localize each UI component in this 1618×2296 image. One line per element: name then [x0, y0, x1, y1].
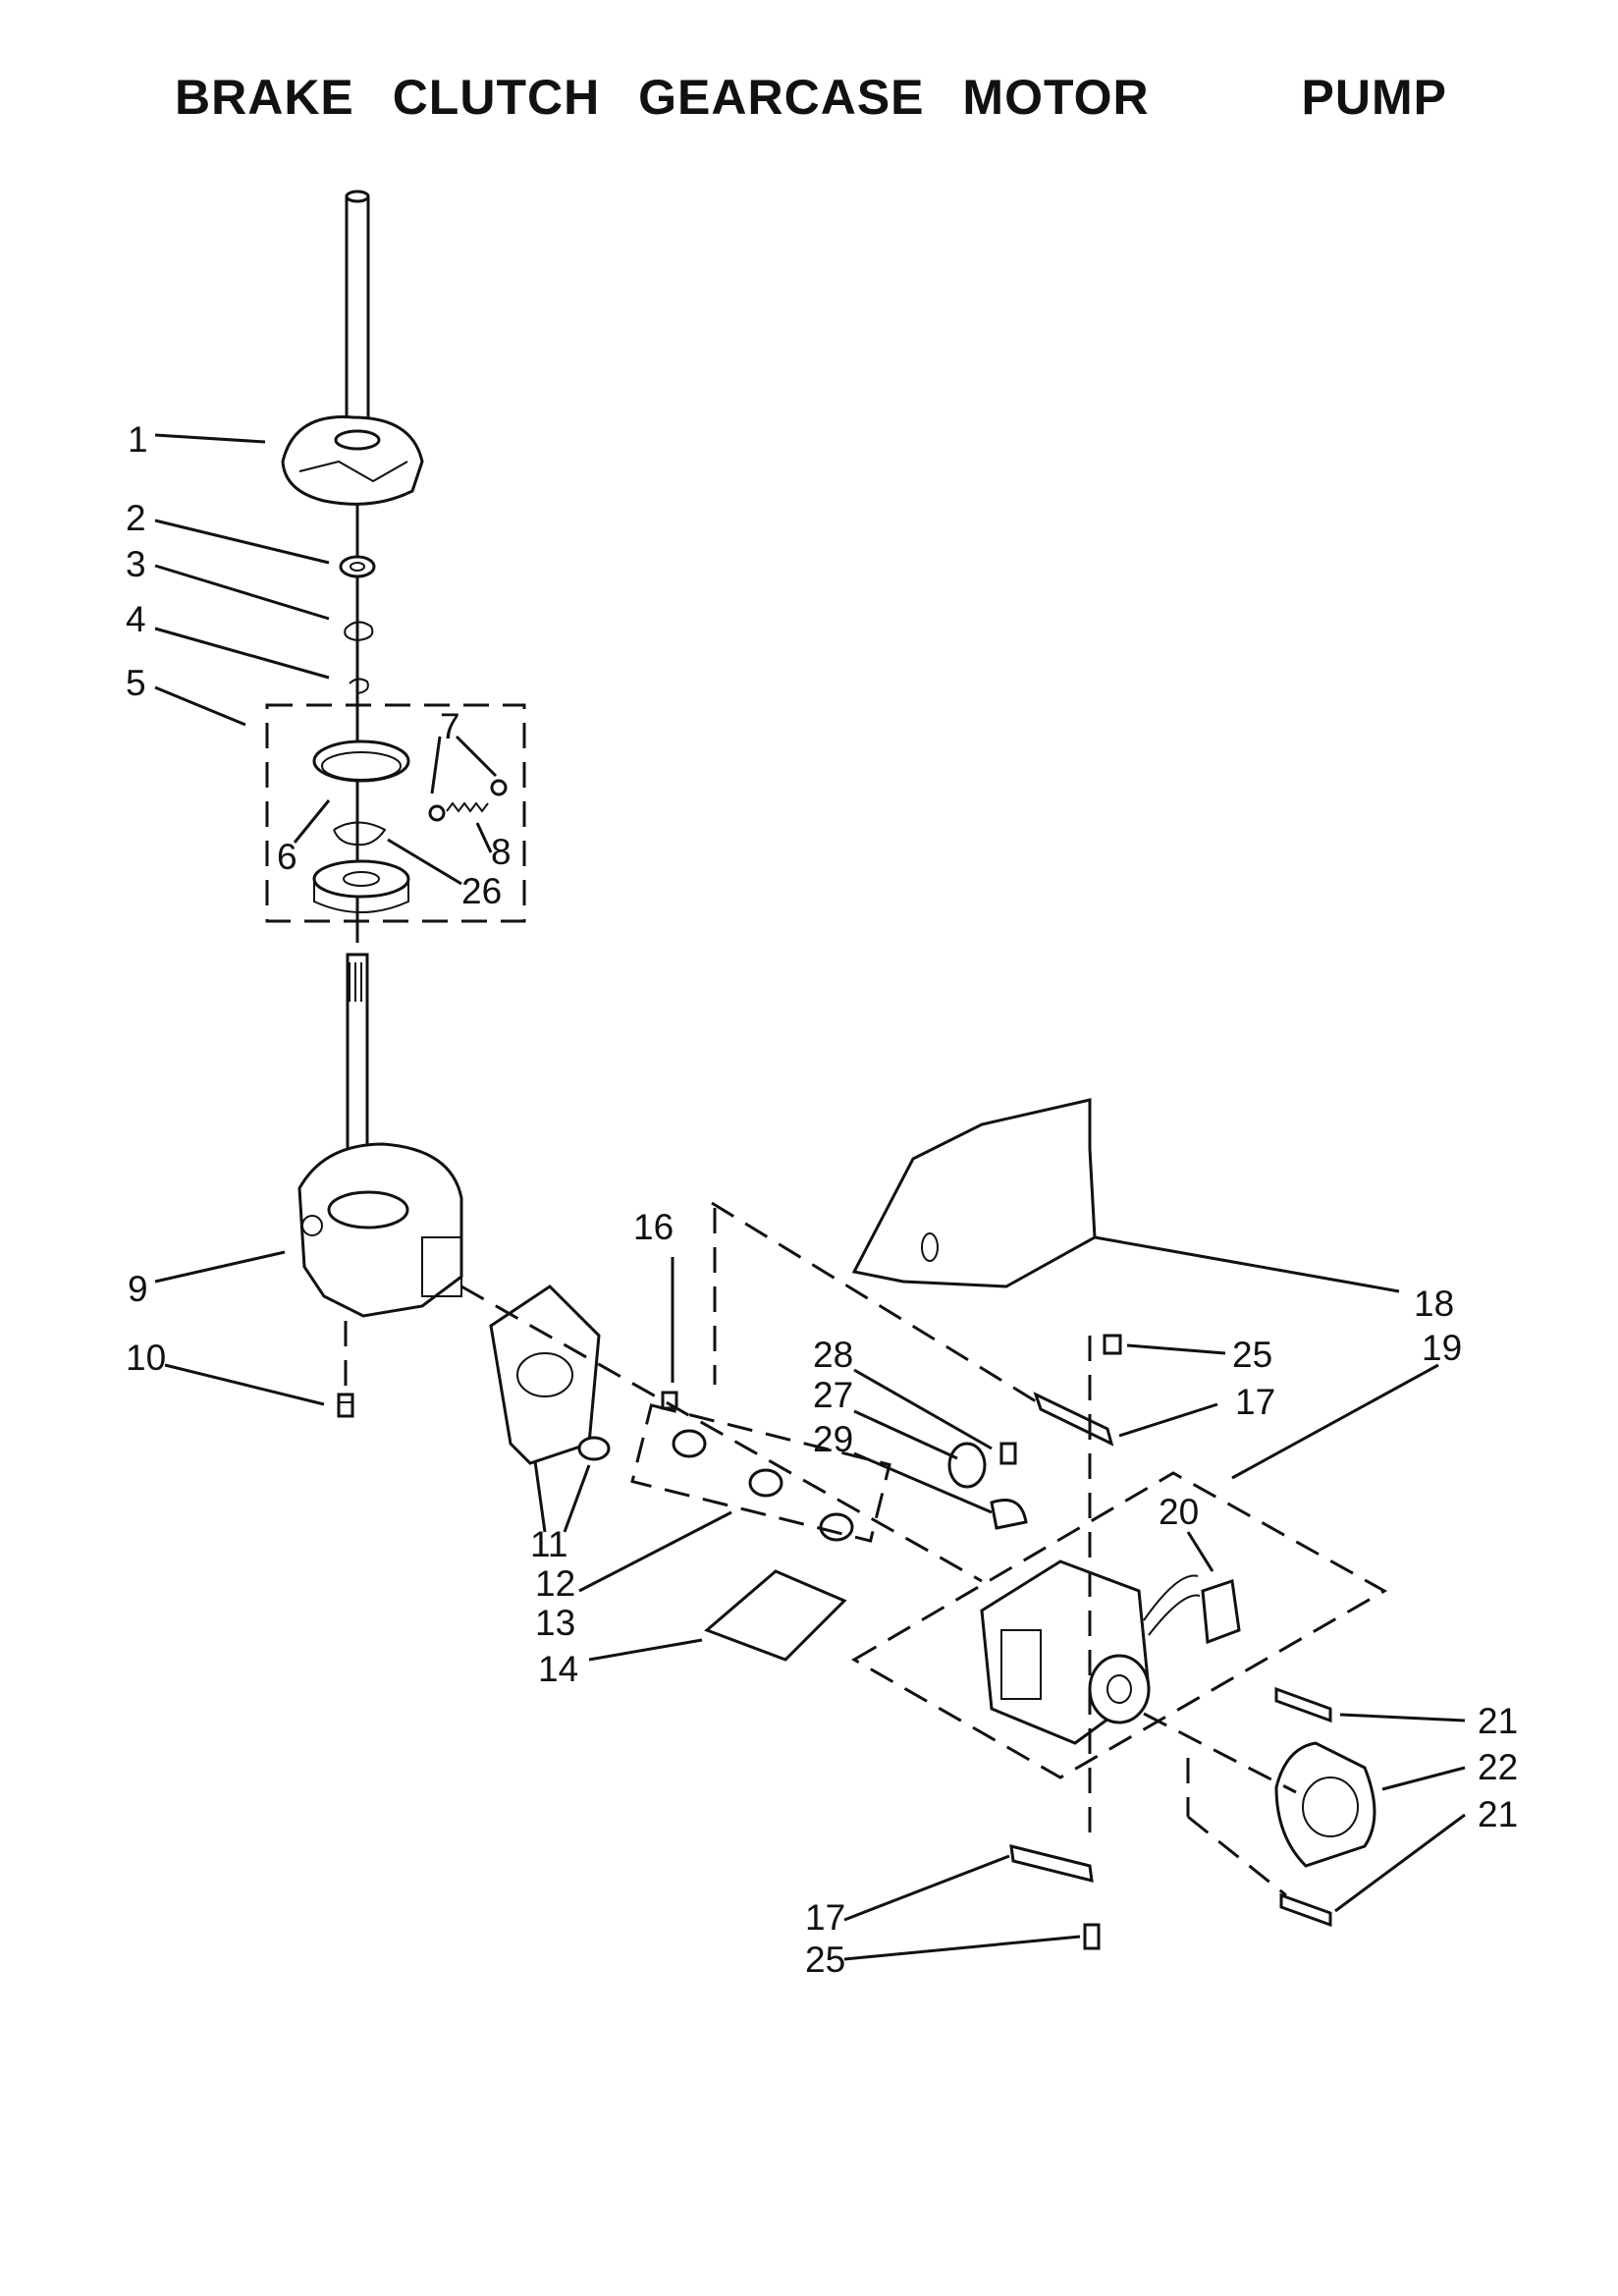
clamp-part-29: [990, 1499, 1028, 1530]
callout-12: 12: [535, 1563, 575, 1604]
callout-8: 8: [491, 832, 512, 872]
screw-part-25b: [1083, 1923, 1101, 1950]
pump-part-22: [1274, 1741, 1376, 1868]
callout-16: 16: [633, 1207, 674, 1247]
spring-part-7b: [490, 779, 508, 796]
screw-part-28: [999, 1442, 1017, 1465]
callout-3: 3: [126, 544, 146, 584]
callout-10: 10: [126, 1338, 166, 1378]
bracket-part-17a: [1033, 1392, 1114, 1447]
callout-1: 1: [128, 419, 148, 460]
switch-part-20: [1201, 1579, 1241, 1645]
callout-leader-lines: [154, 433, 1466, 1961]
callout-19: 19: [1422, 1328, 1462, 1368]
callout-7: 7: [440, 706, 460, 746]
callout-14: 14: [538, 1649, 578, 1689]
retaining-ring-part-3: [344, 621, 374, 642]
clutch-band-part-6: [312, 739, 410, 783]
callout-2: 2: [126, 498, 146, 538]
title-word-motor: MOTOR: [962, 70, 1150, 125]
callout-22: 22: [1478, 1747, 1518, 1787]
gearcase-part-9: [297, 1142, 463, 1318]
callout-labels: 1 2 3 4 5 6 7 8 26 9 10 11 12 13 14 16 1…: [126, 419, 1518, 1980]
motor-group-box-part-19: [851, 1471, 1388, 1779]
brake-shaft-assembly: [265, 190, 526, 1418]
title-word-clutch: CLUTCH: [392, 70, 601, 125]
title-word-gearcase: GEARCASE: [638, 70, 925, 125]
callout-17-bottom: 17: [805, 1897, 845, 1938]
drive-shaft-top: [345, 194, 370, 444]
callout-27: 27: [813, 1375, 853, 1415]
coupling-part-13b: [748, 1468, 783, 1498]
callout-28: 28: [813, 1335, 853, 1375]
pump-mounting-parts: [460, 1208, 983, 1662]
callout-9: 9: [128, 1269, 148, 1309]
callout-29: 29: [813, 1419, 853, 1459]
callout-18: 18: [1414, 1284, 1454, 1324]
title-word-pump: PUMP: [1301, 70, 1447, 125]
callout-13: 13: [535, 1603, 575, 1643]
callout-4: 4: [126, 599, 146, 639]
title-word-brake: BRAKE: [175, 70, 354, 125]
page-title: BRAKE CLUTCH GEARCASE MOTOR PUMP: [175, 69, 1447, 126]
spring-part-7a: [428, 804, 446, 822]
callout-21-lower: 21: [1478, 1794, 1518, 1834]
cover-part-18: [851, 1098, 1097, 1288]
clutch-assembly-box-part-5: [265, 703, 526, 923]
coupling-part-12: [577, 1436, 611, 1461]
bracket-part-17b: [1009, 1844, 1094, 1883]
callout-11: 11: [530, 1524, 567, 1564]
pump-axis-line: [460, 1285, 983, 1583]
brake-cam-part-1: [281, 415, 424, 506]
coupling-part-13c: [819, 1512, 854, 1542]
clutch-pulley: [312, 859, 410, 899]
coupling-part-13a: [672, 1429, 707, 1458]
clip-part-21b: [1279, 1892, 1332, 1928]
callout-26: 26: [461, 871, 502, 911]
washer-part-2: [339, 555, 376, 578]
clip-part-4: [349, 678, 369, 694]
callout-25-top: 25: [1232, 1335, 1272, 1375]
clip-part-21a: [1274, 1686, 1332, 1723]
callout-5: 5: [126, 663, 146, 703]
clutch-part-26: [333, 821, 387, 847]
callout-6: 6: [277, 837, 297, 877]
screw-part-10: [337, 1393, 354, 1418]
pad-part-14: [704, 1569, 847, 1662]
callout-25-bottom: 25: [805, 1940, 845, 1980]
coupling-group-box: [630, 1403, 891, 1543]
callout-20: 20: [1159, 1492, 1199, 1532]
motor-assembly: [711, 1098, 1388, 1950]
screw-part-25a: [1103, 1334, 1122, 1355]
callout-21-upper: 21: [1478, 1701, 1518, 1741]
capacitor-part-27: [947, 1442, 987, 1489]
callout-17-top: 17: [1235, 1382, 1275, 1422]
spring-part-8: [446, 801, 489, 813]
